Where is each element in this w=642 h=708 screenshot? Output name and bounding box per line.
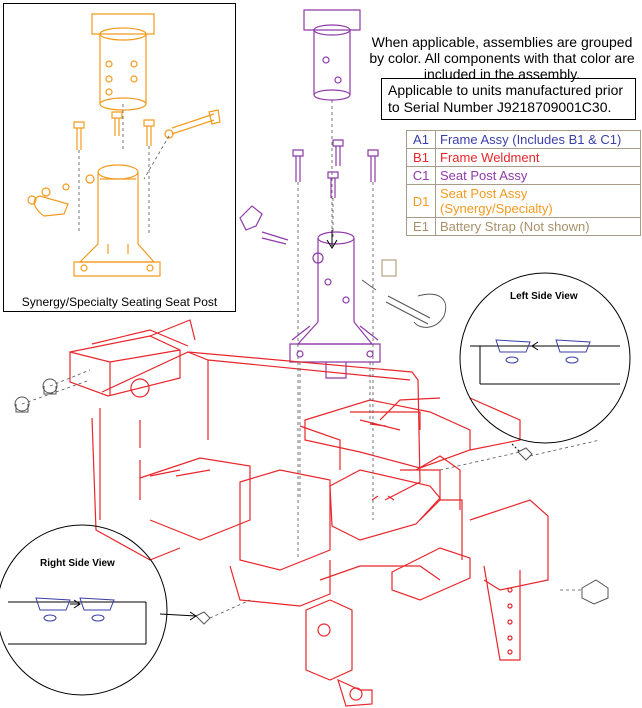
legend-code: C1 — [406, 166, 436, 185]
inset-caption: Synergy/Specialty Seating Seat Post — [21, 295, 218, 309]
legend-code: E1 — [406, 217, 436, 236]
legend-label: Seat Post Assy (Synergy/Specialty) — [435, 184, 641, 218]
serial-number-note: Applicable to units manufactured prior t… — [381, 78, 636, 120]
frame-weldment-drawing — [69, 319, 549, 707]
synergy-inset-box: Synergy/Specialty Seating Seat Post — [3, 3, 236, 312]
legend-code: D1 — [406, 184, 436, 218]
seat-post-assembly-drawing — [239, 9, 381, 379]
right-side-view-label: Right Side View — [40, 558, 115, 569]
legend-label: Seat Post Assy — [435, 166, 641, 185]
legend-label: Battery Strap (Not shown) — [435, 217, 641, 236]
legend-label: Frame Weldment — [435, 148, 641, 167]
synergy-seat-post-drawing — [27, 13, 221, 277]
legend-code: B1 — [406, 148, 436, 167]
left-side-view-label: Left Side View — [510, 291, 578, 302]
right-side-view-detail — [0, 524, 197, 696]
assembly-color-note: When applicable, assemblies are grouped … — [369, 34, 635, 82]
legend-label: Frame Assy (Includes B1 & C1) — [435, 130, 641, 149]
legend-code: A1 — [406, 130, 436, 149]
